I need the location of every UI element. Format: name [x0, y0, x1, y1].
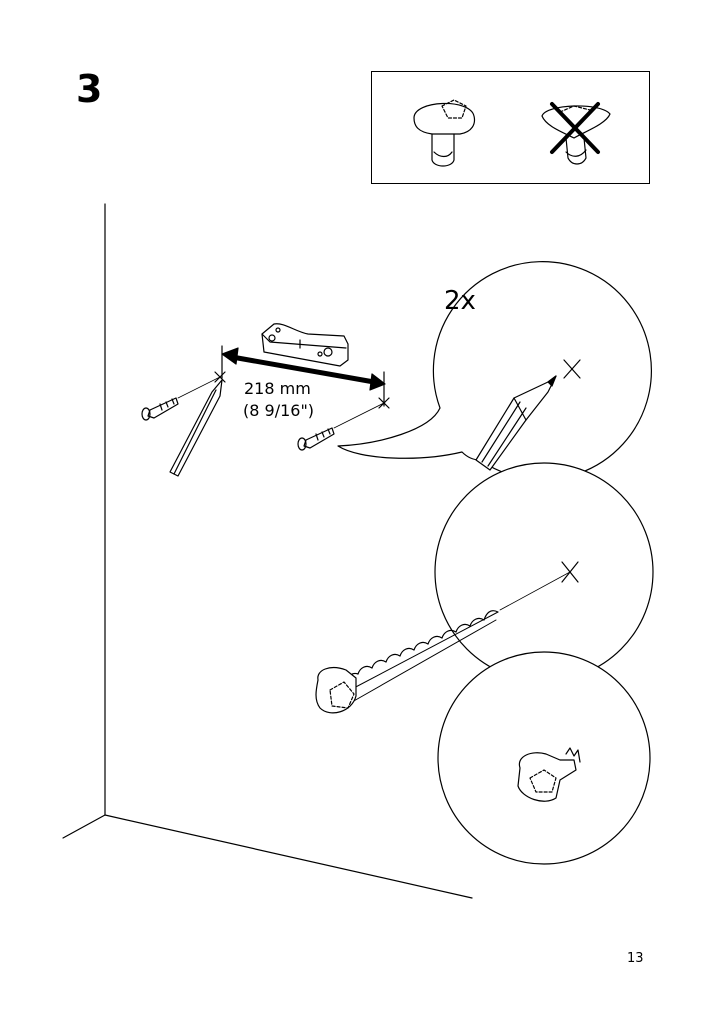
correct-screw-head-icon: [413, 99, 476, 167]
quantity-label: 2x: [444, 286, 476, 316]
mounting-bracket: [261, 323, 349, 367]
step-number: 3: [76, 67, 103, 111]
dimension-metric-label: 218 mm: [244, 379, 311, 398]
detail-circle-screw: [347, 462, 654, 703]
screw-type-hint-box: [371, 71, 650, 184]
wall-corner: [62, 203, 473, 899]
dimension-arrow: [221, 347, 386, 391]
right-drill-mark: [333, 397, 390, 429]
plug-screw-head: [315, 667, 357, 714]
right-screw: [297, 427, 335, 451]
pencil-small: [169, 379, 223, 477]
left-screw: [141, 397, 179, 421]
wrong-screw-head-icon: [541, 102, 611, 165]
left-drill-mark: [177, 371, 226, 399]
dimension-imperial-label: (8 9/16"): [243, 401, 315, 420]
detail-circle-marking: [337, 261, 652, 481]
detail-circle-plug: [437, 651, 651, 865]
page-number: 13: [627, 951, 644, 966]
